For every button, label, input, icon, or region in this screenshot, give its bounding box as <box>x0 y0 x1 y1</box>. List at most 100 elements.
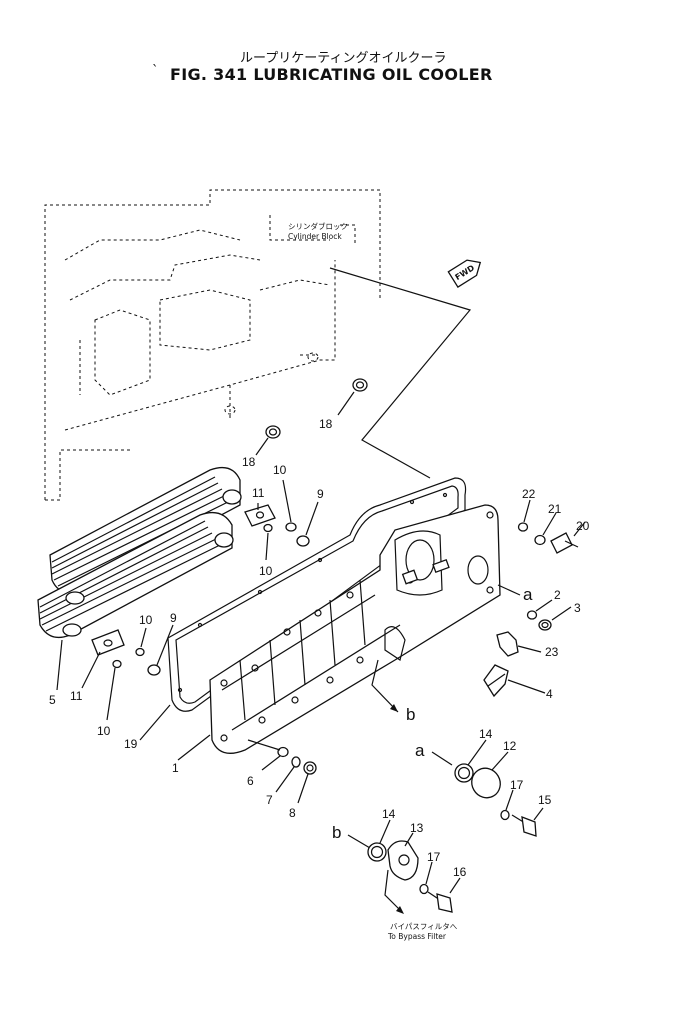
callout-11a: 11 <box>252 486 265 500</box>
fwd-arrow-icon: FWD <box>447 259 482 288</box>
leader-8 <box>297 773 309 804</box>
leader-3 <box>551 606 572 621</box>
callout-7: 7 <box>266 793 273 807</box>
leader-23 <box>517 645 542 653</box>
washer-17-a <box>500 809 510 821</box>
callout-15: 15 <box>538 793 552 807</box>
gasket-19 <box>167 477 467 712</box>
callout-17a: 17 <box>510 778 524 792</box>
washer-21 <box>534 534 546 546</box>
callout-1: 1 <box>172 761 179 775</box>
leader-4 <box>507 679 546 694</box>
block-leader-line <box>329 267 472 479</box>
o-ring-14-b <box>367 842 387 862</box>
leader-14b <box>379 819 391 844</box>
cylinder-block <box>44 189 381 501</box>
leader-10c <box>140 627 147 648</box>
leader-10d <box>106 667 116 721</box>
callout-4: 4 <box>546 687 553 701</box>
callout-12: 12 <box>503 739 517 753</box>
bolt-15 <box>511 814 537 837</box>
cylinder-block-label-jp: シリンダブロック <box>288 221 348 231</box>
o-ring-9-upper <box>296 535 310 547</box>
flange-13 <box>387 840 419 881</box>
leader-21 <box>542 512 557 536</box>
o-ring-9-lower <box>147 664 161 676</box>
washer-7 <box>291 756 301 768</box>
leader-2 <box>535 599 553 612</box>
callout-10b: 10 <box>259 564 273 578</box>
bypass-label: To Bypass Filter <box>387 932 447 941</box>
callout-10d: 10 <box>97 724 111 738</box>
callout-5: 5 <box>49 693 56 707</box>
callout-labels: 18 18 10 11 9 10 22 21 20 a 2 3 23 4 10 … <box>49 417 590 879</box>
callout-13: 13 <box>410 821 424 835</box>
callout-20: 20 <box>576 519 590 533</box>
callout-b2: b <box>332 823 341 842</box>
nut-8 <box>303 761 317 775</box>
callout-16: 16 <box>453 865 467 879</box>
leader-10a <box>282 479 292 523</box>
callout-9a: 9 <box>317 487 324 501</box>
leader-19 <box>139 704 171 741</box>
leader-12 <box>491 751 509 771</box>
callout-21: 21 <box>548 502 562 516</box>
elbow-23 <box>496 631 519 657</box>
connector-4 <box>483 664 509 698</box>
cover-plate-12 <box>471 767 501 799</box>
gasket-10-upper <box>263 523 273 533</box>
leader-17b <box>425 861 433 885</box>
o-ring-14-a <box>454 763 474 783</box>
callout-3: 3 <box>574 601 581 615</box>
callout-14a: 14 <box>479 727 493 741</box>
nut-3 <box>538 619 552 631</box>
o-ring-10-lower-a <box>135 647 145 657</box>
callout-10a: 10 <box>273 463 287 477</box>
callout-10c: 10 <box>139 613 153 627</box>
callout-18a: 18 <box>319 417 333 431</box>
bolt-16 <box>427 891 453 913</box>
title-japanese: ループリケーティングオイルクーラ <box>240 51 446 66</box>
washer-6 <box>277 746 289 758</box>
o-ring-18-upper <box>352 378 368 392</box>
callout-2: 2 <box>554 588 561 602</box>
washer-17-b <box>419 883 429 895</box>
flange-11-upper <box>244 504 276 527</box>
bypass-label-jp: バイパスフィルタへ <box>390 922 458 931</box>
leader-7 <box>275 766 295 793</box>
callout-8: 8 <box>289 806 296 820</box>
leader-18b <box>255 437 269 456</box>
callout-a1: a <box>523 585 533 604</box>
leader-20 <box>573 521 586 537</box>
o-ring-18-lower <box>265 425 281 439</box>
leader-a1 <box>497 584 521 596</box>
o-ring-10-lower-b <box>112 659 122 669</box>
tick-mark: ` <box>152 64 159 79</box>
bypass-arrow-icon <box>396 906 404 914</box>
leader-5 <box>56 639 63 691</box>
leader-16 <box>449 877 461 894</box>
oil-cooler-element-lower <box>37 511 234 639</box>
leader-13 <box>404 832 414 847</box>
oil-cooler-element-upper <box>49 466 242 594</box>
callout-b1: b <box>406 705 415 724</box>
leader-22 <box>523 499 531 523</box>
stud-line <box>247 739 281 751</box>
callout-a2: a <box>415 741 425 760</box>
leader-1 <box>177 734 211 761</box>
callout-14b: 14 <box>382 807 396 821</box>
cooler-cover-1 <box>209 504 501 754</box>
callout-18b: 18 <box>242 455 256 469</box>
o-ring-22 <box>517 522 529 532</box>
leader-18a <box>337 391 355 416</box>
leader-15 <box>533 807 544 821</box>
arrow-b1-icon <box>390 704 398 712</box>
leader-14a <box>467 739 487 766</box>
bolt-20 <box>550 532 579 554</box>
leader-17a <box>505 789 514 811</box>
leader-6 <box>261 755 281 771</box>
callout-17b: 17 <box>427 850 441 864</box>
bypass-line <box>384 869 403 913</box>
callout-22: 22 <box>522 487 536 501</box>
